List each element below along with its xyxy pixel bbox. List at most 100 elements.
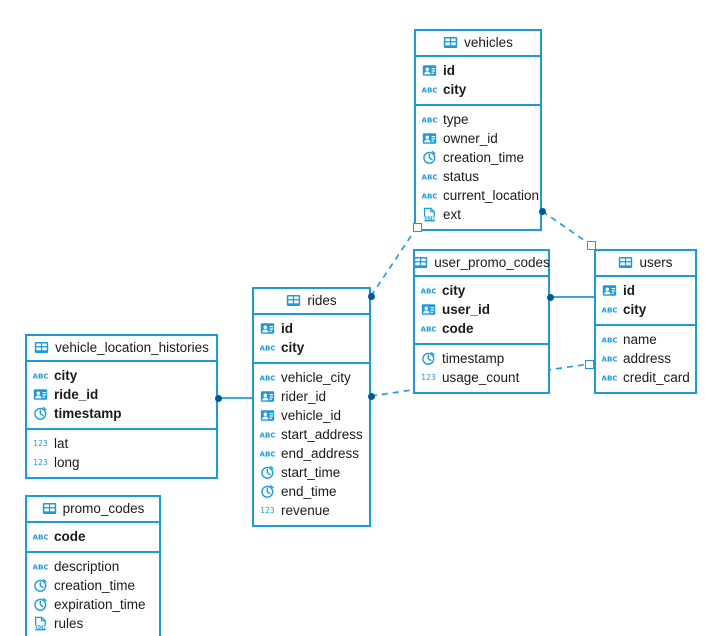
svg-text:ABC: ABC <box>602 374 617 383</box>
column-row-name[interactable]: ABC name <box>602 330 689 349</box>
column-row-creation_time[interactable]: creation_time <box>33 576 153 595</box>
field-label: address <box>623 351 672 366</box>
table-title: users <box>639 255 673 270</box>
relationship-source-dot-rel-upc-users[interactable] <box>546 293 554 301</box>
column-row-vehicle_id[interactable]: vehicle_id <box>260 406 363 425</box>
primary-key-row-id[interactable]: id <box>260 319 363 338</box>
primary-key-row-timestamp[interactable]: timestamp <box>33 404 210 423</box>
primary-key-row-city[interactable]: ABC city <box>422 80 534 99</box>
field-label: name <box>623 332 657 347</box>
svg-text:ABC: ABC <box>602 355 617 364</box>
table-header-user_promo_codes[interactable]: user_promo_codes <box>414 251 550 277</box>
table-header-vehicle_location_histories[interactable]: vehicle_location_histories <box>27 336 216 362</box>
field-label: owner_id <box>443 131 498 146</box>
123-icon: 123 <box>33 455 48 470</box>
svg-text:ABC: ABC <box>33 533 48 542</box>
relationship-line-rel-vehicles-users[interactable] <box>541 210 592 246</box>
svg-text:ABC: ABC <box>422 173 437 182</box>
field-label: end_time <box>281 484 337 499</box>
field-label: usage_count <box>442 370 520 385</box>
column-row-timestamp[interactable]: timestamp <box>421 349 542 368</box>
uuid-icon <box>260 408 275 423</box>
relationship-source-dot-rel-rides-vehicles[interactable] <box>367 292 375 300</box>
table-icon <box>443 35 458 50</box>
primary-key-row-id[interactable]: id <box>602 281 689 300</box>
svg-text:ABC: ABC <box>260 374 275 383</box>
abc-icon: ABC <box>33 529 48 544</box>
primary-key-row-id[interactable]: id <box>422 61 534 80</box>
uuid-icon <box>422 63 437 78</box>
relationship-source-dot-rel-rides-users[interactable] <box>367 392 375 400</box>
field-label: city <box>623 302 647 317</box>
relationship-target-square-rel-rides-users[interactable] <box>584 359 594 369</box>
column-row-creation_time[interactable]: creation_time <box>422 148 534 167</box>
column-row-rider_id[interactable]: rider_id <box>260 387 363 406</box>
column-row-expiration_time[interactable]: expiration_time <box>33 595 153 614</box>
table-header-rides[interactable]: rides <box>254 289 369 315</box>
svg-text:ABC: ABC <box>260 344 275 353</box>
relationship-source-dot-rel-vlh-rides[interactable] <box>214 394 222 402</box>
column-row-vehicle_city[interactable]: ABC vehicle_city <box>260 368 363 387</box>
primary-key-row-user_id[interactable]: user_id <box>421 300 542 319</box>
abc-icon: ABC <box>422 188 437 203</box>
primary-key-row-city[interactable]: ABC city <box>421 281 542 300</box>
abc-icon: ABC <box>421 283 436 298</box>
field-label: start_address <box>281 427 363 442</box>
svg-text:ABC: ABC <box>33 563 48 572</box>
abc-icon: ABC <box>602 351 617 366</box>
table-title: vehicles <box>464 35 513 50</box>
primary-key-row-ride_id[interactable]: ride_id <box>33 385 210 404</box>
relationship-source-dot-rel-vehicles-users[interactable] <box>538 207 546 215</box>
abc-icon: ABC <box>422 82 437 97</box>
column-row-start_time[interactable]: start_time <box>260 463 363 482</box>
abc-icon: ABC <box>602 332 617 347</box>
column-row-owner_id[interactable]: owner_id <box>422 129 534 148</box>
column-row-end_time[interactable]: end_time <box>260 482 363 501</box>
field-label: ext <box>443 207 462 222</box>
svg-text:123: 123 <box>33 458 48 467</box>
field-label: description <box>54 559 120 574</box>
field-label: city <box>443 82 467 97</box>
column-row-description[interactable]: ABC description <box>33 557 153 576</box>
uuid-icon <box>602 283 617 298</box>
relationship-line-rel-rides-vehicles[interactable] <box>370 226 418 297</box>
field-label: city <box>442 283 466 298</box>
field-label: expiration_time <box>54 597 146 612</box>
table-header-users[interactable]: users <box>596 251 695 277</box>
field-label: timestamp <box>442 351 505 366</box>
field-label: vehicle_city <box>281 370 351 385</box>
relationship-target-square-rel-vehicles-users[interactable] <box>586 240 596 250</box>
relationship-target-square-rel-rides-vehicles[interactable] <box>412 222 422 232</box>
column-row-address[interactable]: ABC address <box>602 349 689 368</box>
table-header-vehicles[interactable]: vehicles <box>416 31 540 57</box>
uuid-icon <box>260 389 275 404</box>
table-header-promo_codes[interactable]: promo_codes <box>27 497 159 523</box>
